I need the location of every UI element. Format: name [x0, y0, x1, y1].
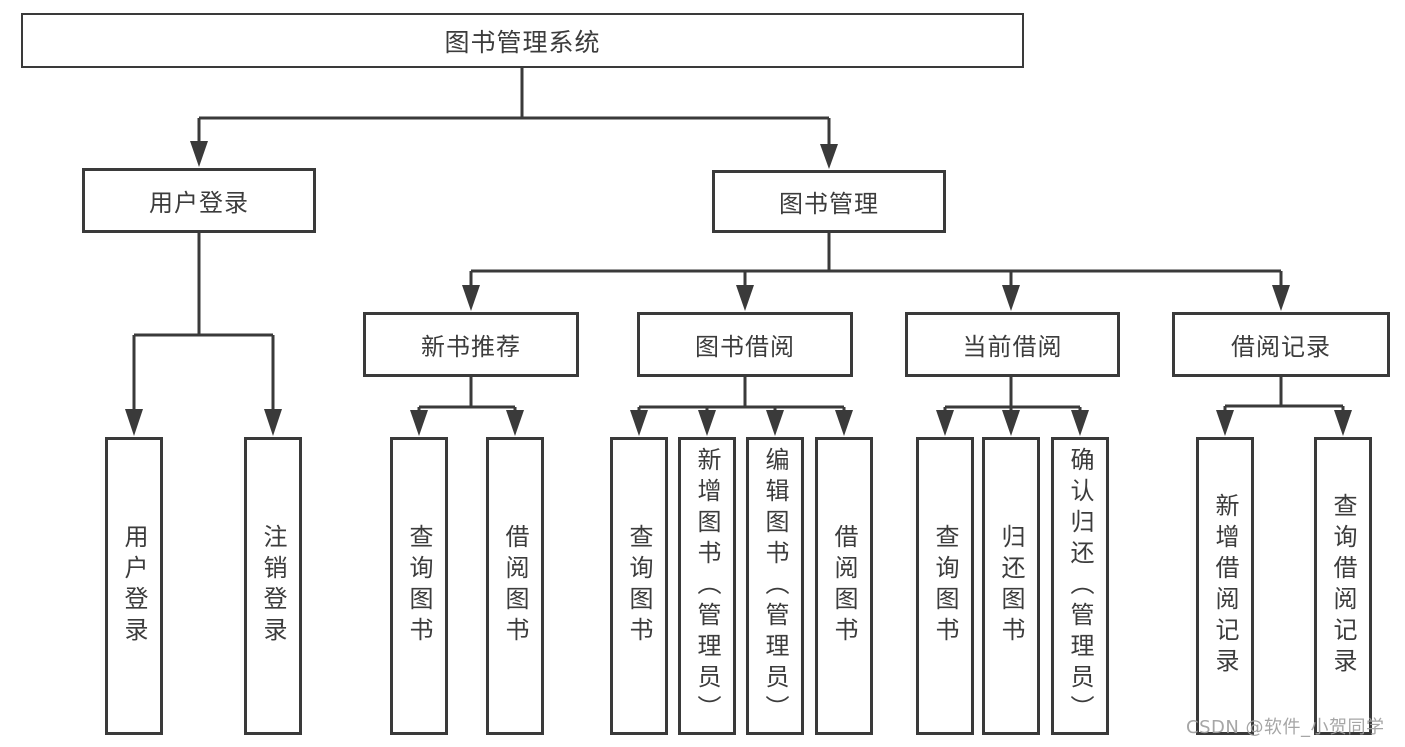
leaf-return-books: 归还图书	[982, 437, 1040, 735]
leaf-add-record: 新增借阅记录	[1196, 437, 1254, 735]
arrowhead	[630, 410, 648, 436]
arrowhead	[766, 410, 784, 436]
node-user-login: 用户登录	[82, 168, 316, 233]
node-borrow-records: 借阅记录	[1172, 312, 1390, 377]
arrowhead	[506, 410, 524, 436]
arrowhead	[1216, 410, 1234, 436]
arrowhead	[264, 409, 282, 436]
node-root: 图书管理系统	[21, 13, 1024, 68]
node-current-borrow-label: 当前借阅	[962, 333, 1063, 361]
connector-root	[190, 68, 838, 169]
arrowhead	[936, 410, 954, 436]
leaf-logout-label: 注销登录	[259, 524, 287, 648]
node-book-mgmt: 图书管理	[712, 170, 946, 233]
node-book-borrow-label: 图书借阅	[695, 333, 795, 361]
leaf-borrow-books-rec: 借阅图书	[486, 437, 544, 735]
arrowhead	[820, 144, 838, 169]
leaf-borrow-books-rec-label: 借阅图书	[501, 524, 529, 648]
connector-book-borrow	[630, 377, 853, 436]
arrowhead	[698, 410, 716, 436]
leaf-query-record-label: 查询借阅记录	[1329, 493, 1357, 679]
leaf-query-books-borrow: 查询图书	[610, 437, 668, 735]
arrowhead	[835, 410, 853, 436]
leaf-user-login: 用户登录	[105, 437, 163, 735]
arrowhead	[736, 285, 754, 311]
node-current-borrow: 当前借阅	[905, 312, 1120, 377]
leaf-query-books-current: 查询图书	[916, 437, 974, 735]
node-root-label: 图书管理系统	[444, 27, 601, 57]
connector-current-borrow	[936, 377, 1089, 436]
leaf-add-record-label: 新增借阅记录	[1211, 493, 1239, 679]
leaf-query-books-current-label: 查询图书	[931, 524, 959, 648]
leaf-confirm-return: 确认归还（管理员）	[1051, 437, 1109, 735]
connector-borrow-records	[1216, 377, 1352, 436]
arrowhead	[462, 285, 480, 311]
leaf-return-books-label: 归还图书	[997, 524, 1025, 648]
leaf-query-books-rec: 查询图书	[390, 437, 448, 735]
leaf-borrow-books-borrow: 借阅图书	[815, 437, 873, 735]
arrowhead	[125, 409, 143, 436]
arrowhead	[1002, 285, 1020, 311]
node-user-login-label: 用户登录	[149, 189, 249, 217]
leaf-user-login-label: 用户登录	[120, 524, 148, 648]
leaf-edit-books: 编辑图书（管理员）	[746, 437, 804, 735]
node-new-book-rec-label: 新书推荐	[421, 333, 521, 361]
leaf-confirm-return-label: 确认归还（管理员）	[1066, 447, 1094, 726]
leaf-logout: 注销登录	[244, 437, 302, 735]
leaf-query-books-rec-label: 查询图书	[405, 524, 433, 648]
connector-user-login	[125, 233, 282, 436]
node-borrow-records-label: 借阅记录	[1231, 333, 1331, 361]
leaf-add-books: 新增图书（管理员）	[678, 437, 736, 735]
arrowhead	[1002, 410, 1020, 436]
connector-book-mgmt	[462, 233, 1290, 311]
arrowhead	[410, 410, 428, 436]
leaf-query-record: 查询借阅记录	[1314, 437, 1372, 735]
arrowhead	[1071, 410, 1089, 436]
arrowhead	[190, 141, 208, 167]
leaf-borrow-books-borrow-label: 借阅图书	[830, 524, 858, 648]
node-new-book-rec: 新书推荐	[363, 312, 579, 377]
node-book-borrow: 图书借阅	[637, 312, 853, 377]
connector-new-book-rec	[410, 377, 524, 436]
arrowhead	[1334, 410, 1352, 436]
leaf-add-books-label: 新增图书（管理员）	[693, 447, 721, 726]
leaf-edit-books-label: 编辑图书（管理员）	[761, 447, 789, 726]
node-book-mgmt-label: 图书管理	[779, 190, 879, 218]
csdn-watermark: CSDN @软件_小贺同学	[1186, 717, 1385, 738]
arrowhead	[1272, 285, 1290, 311]
leaf-query-books-borrow-label: 查询图书	[625, 524, 653, 648]
